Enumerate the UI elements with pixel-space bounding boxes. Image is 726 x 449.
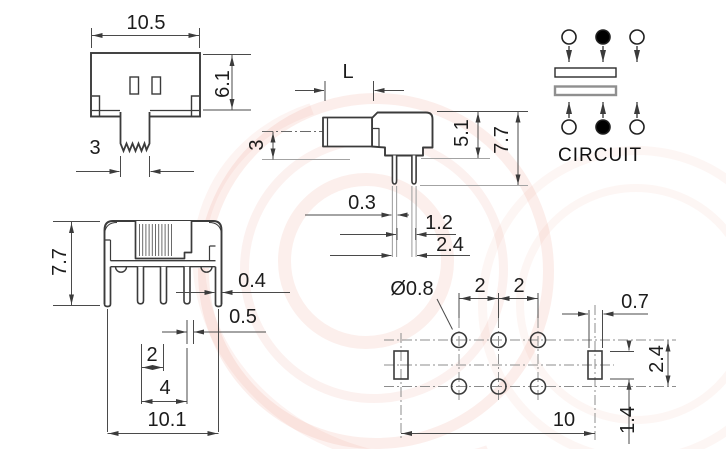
terminal-open (561, 119, 577, 135)
pcb-hole (490, 331, 507, 349)
front-width-label: 10.5 (126, 12, 166, 34)
pcb-hole (450, 378, 468, 395)
side-offset-label: 3 (246, 139, 268, 151)
pcb-hole (529, 378, 547, 395)
pcb-pitch-a-label: 2 (474, 275, 486, 297)
circuit-diagram (553, 29, 645, 135)
circuit-title: CIRCUIT (558, 145, 643, 166)
front-height-label: 6.1 (212, 70, 234, 98)
pcb-slot (393, 350, 409, 380)
side-pin-span-label: 2.4 (436, 234, 464, 256)
terminal-common (595, 29, 611, 45)
end-pin-width-label: 0.5 (229, 306, 257, 328)
pcb-layout-drawing (384, 293, 676, 444)
pcb-hole (450, 331, 468, 349)
end-span-label: 4 (159, 377, 171, 399)
terminal-open (629, 119, 645, 135)
pcb-slot (587, 350, 603, 380)
end-leg-width-label: 0.4 (238, 270, 266, 292)
pcb-pitch-b-label: 2 (513, 275, 525, 297)
side-view-drawing (262, 81, 528, 258)
end-body-width-label: 10.1 (147, 409, 187, 431)
contact-bridge-upper (554, 67, 617, 78)
side-total-height-label: 7.7 (491, 126, 513, 154)
terminal-open (561, 29, 577, 45)
front-view-drawing (76, 28, 251, 177)
terminal-common (595, 119, 611, 135)
pcb-slot-width-label: 0.7 (621, 291, 649, 313)
side-pin-gap-label: 1.2 (425, 212, 453, 234)
pcb-hole (490, 378, 507, 395)
side-body-height-label: 5.1 (451, 119, 473, 147)
end-height-label: 7.7 (49, 248, 71, 276)
end-view-drawing (53, 220, 290, 436)
pcb-slot-span-label: 10 (552, 409, 576, 431)
pcb-hole-dia-label: Ø0.8 (390, 278, 434, 300)
pcb-row-pitch-label: 2.4 (646, 345, 668, 373)
front-actuator-label: 3 (89, 137, 101, 159)
contact-bridge-lower (553, 85, 618, 97)
terminal-open (629, 29, 645, 45)
pcb-slot-length-label: 1.4 (617, 406, 639, 434)
end-pitch-label: 2 (146, 344, 158, 366)
side-pin-thickness-label: 0.3 (348, 192, 376, 214)
side-travel-label: L (342, 61, 354, 83)
pcb-hole (529, 331, 547, 349)
